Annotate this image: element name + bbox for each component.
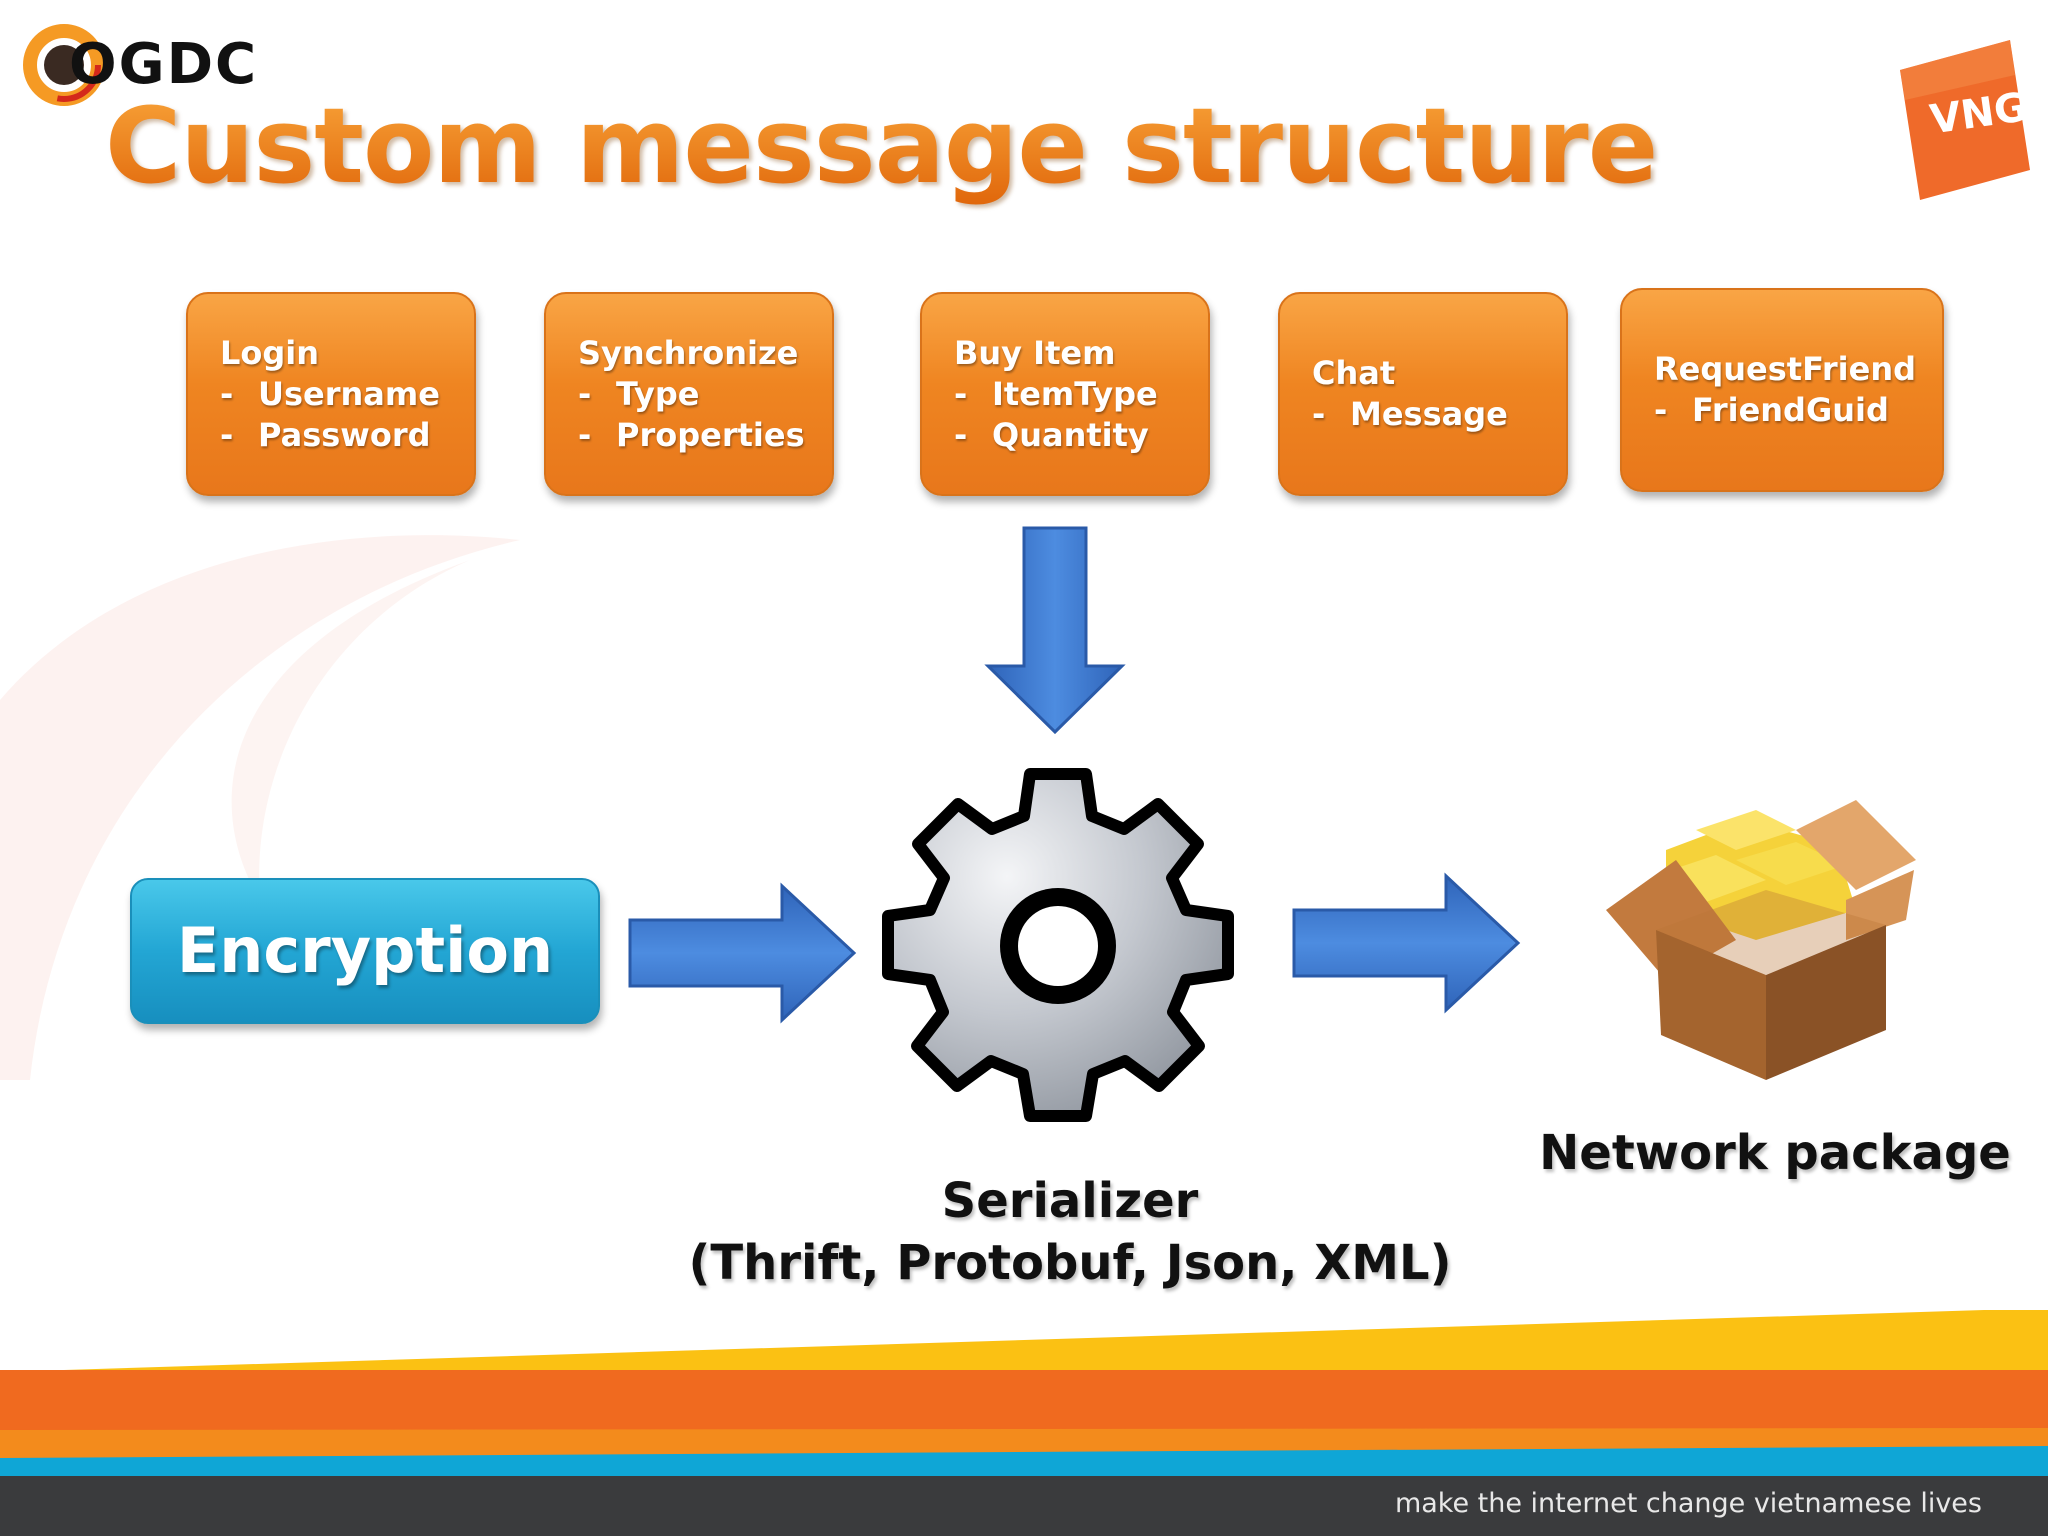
arrow-right-icon [1292,872,1521,1014]
ogdc-logo-text: OGDC [69,32,259,97]
ogdc-swirl-icon [23,24,105,106]
serializer-formats: (Thrift, Protobuf, Json, XML) [688,1235,1452,1291]
gear-icon [882,768,1234,1122]
message-field: -FriendGuid [1654,391,1889,429]
vng-flag-icon [1900,40,2030,200]
ogdc-logo: OGDC [14,10,256,120]
message-name: RequestFriend [1654,350,1917,388]
message-box-synchronize: Synchronize -Type -Properties [544,292,834,496]
message-box-buy-item: Buy Item -ItemType -Quantity [920,292,1210,496]
message-name: Buy Item [954,333,1116,372]
message-field: -Properties [578,415,805,454]
message-name: Chat [1312,354,1396,392]
message-box-request-friend: RequestFriend -FriendGuid [1620,288,1944,492]
network-package-label: Network package [1539,1125,2011,1181]
page-title: Custom message structure [105,85,1658,207]
footer-tagline: make the internet change vietnamese live… [1394,1488,1982,1519]
message-field: -ItemType [954,374,1158,413]
message-field: -Username [220,374,440,413]
message-field: -Password [220,415,431,454]
footer-bar [0,1476,2048,1536]
serializer-caption: Serializer (Thrift, Protobuf, Json, XML) [660,1170,1480,1294]
open-box-icon [1606,800,1916,1080]
message-field: -Type [578,374,700,413]
arrow-right-icon [628,882,857,1024]
arrow-down-icon [984,526,1126,735]
message-name: Synchronize [578,333,799,372]
message-box-login: Login -Username -Password [186,292,476,496]
message-field: -Message [1312,395,1508,433]
serializer-label: Serializer [941,1173,1199,1229]
footer-stripes [0,1310,2048,1476]
message-box-chat: Chat -Message [1278,292,1568,496]
message-field: -Quantity [954,415,1149,454]
message-name: Login [220,333,320,372]
encryption-box: Encryption [130,878,600,1024]
